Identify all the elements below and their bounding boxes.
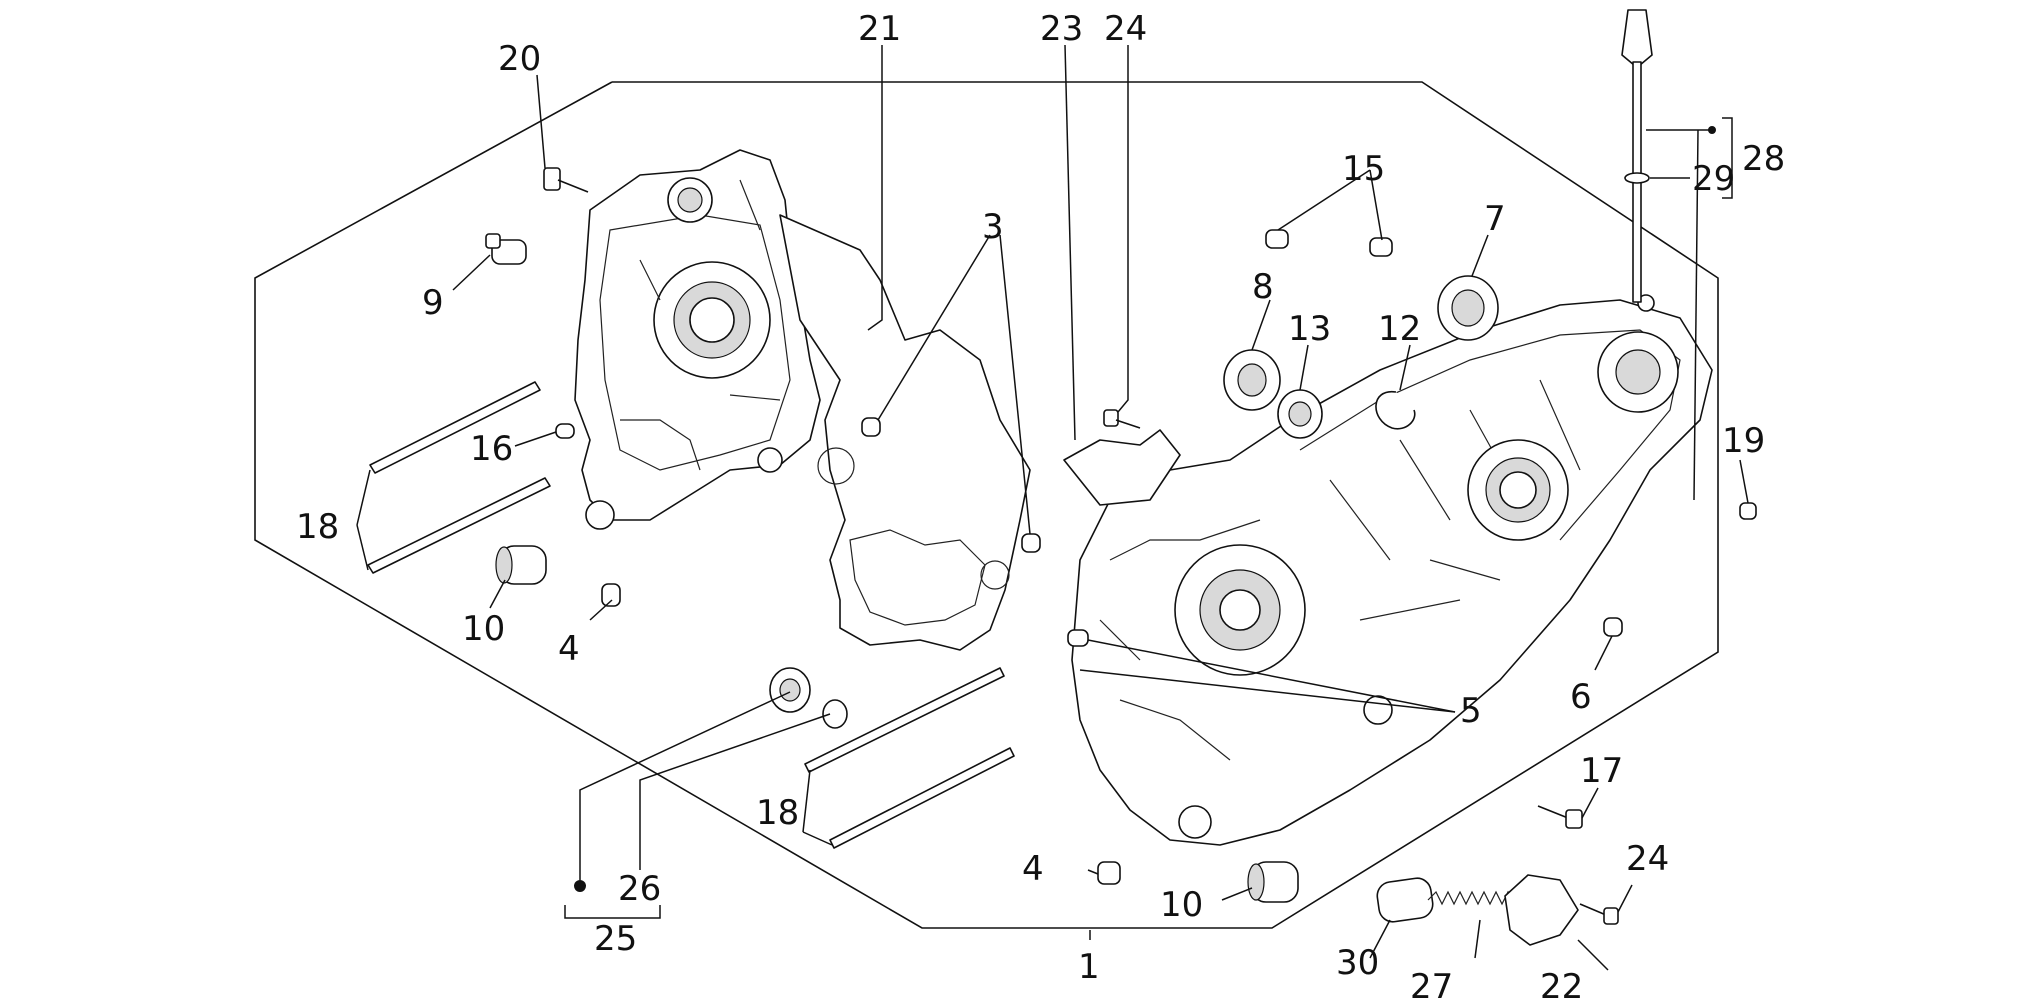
callout-30: 30 xyxy=(1336,943,1379,983)
callout-24-top: 24 xyxy=(1104,9,1147,49)
callout-27: 27 xyxy=(1410,967,1453,1002)
dipstick-28 xyxy=(1621,9,1653,303)
callout-28: 28 xyxy=(1742,139,1785,179)
callout-3: 3 xyxy=(982,207,1004,247)
callout-29: 29 xyxy=(1692,159,1735,199)
assembly-frame xyxy=(254,81,1719,929)
callout-10-left: 10 xyxy=(462,609,505,649)
callout-26: 26 xyxy=(618,869,661,909)
callout-15: 15 xyxy=(1342,149,1385,189)
callout-6: 6 xyxy=(1570,677,1592,717)
bearing-8 xyxy=(1223,349,1281,411)
leader-lines xyxy=(356,44,1749,971)
dowel-3-b xyxy=(1021,533,1041,553)
callout-25: 25 xyxy=(594,919,637,959)
pin-30 xyxy=(1376,877,1434,923)
callout-16: 16 xyxy=(470,429,513,469)
callout-18-left: 18 xyxy=(296,507,339,547)
dowel-5 xyxy=(1067,629,1089,647)
callout-12: 12 xyxy=(1378,309,1421,349)
bolt-20 xyxy=(543,167,589,193)
callout-1: 1 xyxy=(1078,947,1100,987)
callout-19: 19 xyxy=(1722,421,1765,461)
callout-18-bottom: 18 xyxy=(756,793,799,833)
bush-10-bottom xyxy=(1247,861,1299,903)
callout-5: 5 xyxy=(1460,691,1482,731)
seal-13 xyxy=(1277,389,1323,439)
callout-7: 7 xyxy=(1484,199,1506,239)
callout-10-bottom: 10 xyxy=(1160,885,1203,925)
bolt-24-top xyxy=(1103,409,1141,429)
studs-18-left xyxy=(367,381,551,574)
callout-21: 21 xyxy=(858,9,901,49)
oring-29 xyxy=(1624,172,1650,184)
callout-17: 17 xyxy=(1580,751,1623,791)
left-crankcase-half xyxy=(574,149,821,530)
plate-23 xyxy=(1063,429,1181,506)
callout-4-left: 4 xyxy=(558,629,580,669)
filter-26 xyxy=(769,667,848,729)
callout-20: 20 xyxy=(498,39,541,79)
bush-10-left xyxy=(495,545,547,585)
callout-24-bottom: 24 xyxy=(1626,839,1669,879)
callout-13: 13 xyxy=(1288,309,1331,349)
dowel-4-left xyxy=(601,583,621,607)
callout-4-bottom: 4 xyxy=(1022,849,1044,889)
callout-22: 22 xyxy=(1540,967,1583,1002)
bearing-7 xyxy=(1437,275,1499,341)
studs-18-bottom xyxy=(804,667,1015,849)
dowel-4-bottom xyxy=(1097,861,1121,885)
callout-23: 23 xyxy=(1040,9,1083,49)
callout-8: 8 xyxy=(1252,267,1274,307)
plug-19 xyxy=(1739,502,1757,520)
plug-9 xyxy=(485,233,527,265)
dowel-3-a xyxy=(861,417,881,437)
gasket-21 xyxy=(779,214,1031,651)
callout-9: 9 xyxy=(422,283,444,323)
dowel-15-a xyxy=(1265,229,1289,249)
dowel-15-b xyxy=(1369,237,1393,257)
circlip-12 xyxy=(1375,391,1416,430)
dowel-6 xyxy=(1603,617,1623,637)
cover-22 xyxy=(1504,874,1579,946)
bolt-24-bottom xyxy=(1579,903,1619,925)
dowel-16 xyxy=(555,423,575,439)
bolt-17 xyxy=(1537,805,1583,829)
